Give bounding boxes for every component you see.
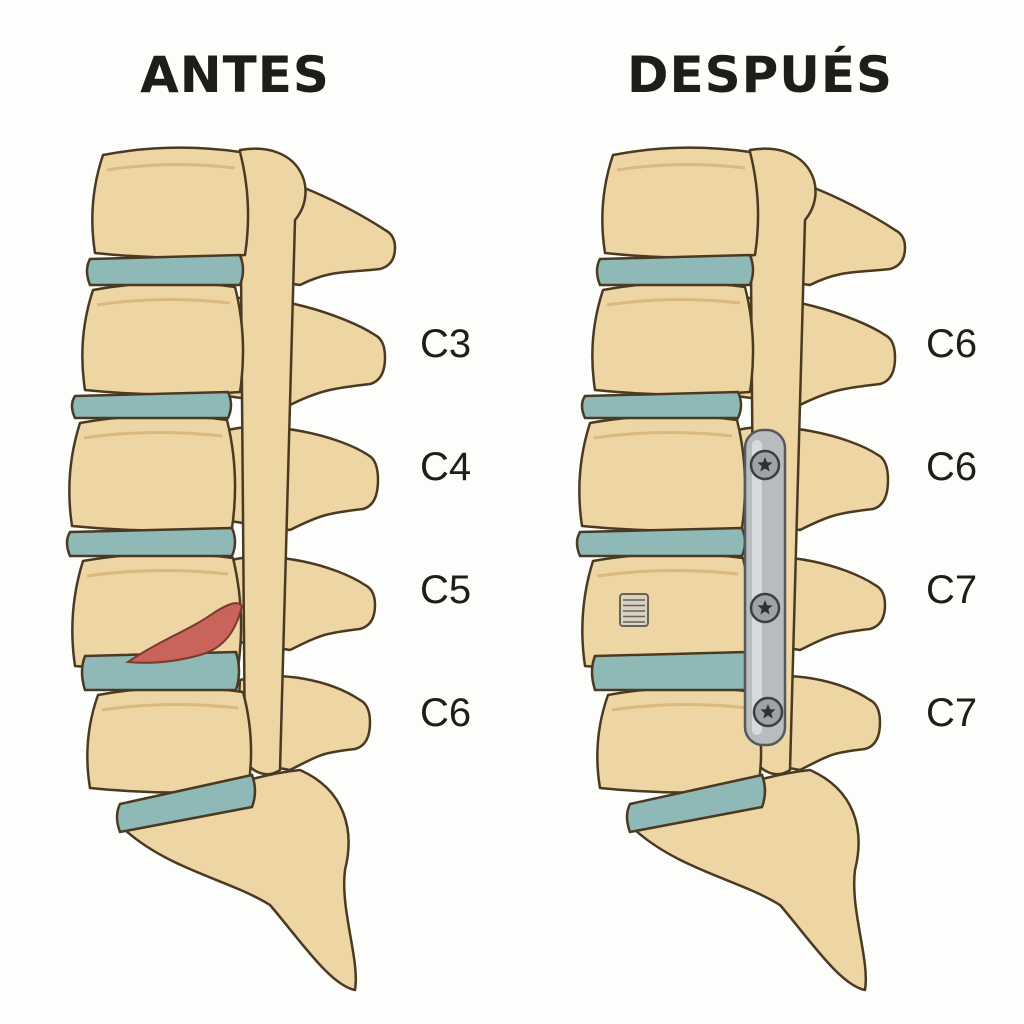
body-shading bbox=[606, 297, 741, 307]
body-shading bbox=[596, 568, 739, 578]
body-shading bbox=[611, 702, 749, 712]
spine-before bbox=[65, 146, 397, 992]
spine-after bbox=[575, 146, 907, 992]
vertebral-body bbox=[601, 146, 760, 259]
level-label: C7 bbox=[926, 691, 977, 735]
intervertebral-disc bbox=[625, 773, 767, 834]
screw-star-icon bbox=[757, 600, 773, 615]
vertebral-body bbox=[91, 146, 250, 259]
level-label: C6 bbox=[926, 445, 977, 489]
screw-star-icon bbox=[757, 457, 773, 472]
interbody-cage bbox=[619, 593, 649, 627]
intervertebral-disc bbox=[70, 390, 233, 420]
level-label: C7 bbox=[926, 568, 977, 612]
body-shading bbox=[96, 297, 231, 307]
body-shading bbox=[101, 702, 239, 712]
body-shading bbox=[86, 568, 229, 578]
sacrum bbox=[123, 768, 358, 992]
articular-column bbox=[238, 147, 307, 776]
body-shading bbox=[106, 162, 236, 172]
intervertebral-disc bbox=[590, 650, 751, 692]
level-label: C6 bbox=[926, 322, 977, 366]
intervertebral-disc bbox=[115, 773, 257, 834]
intervertebral-disc bbox=[595, 253, 755, 287]
body-shading bbox=[593, 430, 733, 440]
intervertebral-disc bbox=[575, 526, 747, 558]
disc-herniation bbox=[125, 602, 244, 664]
level-label: C4 bbox=[420, 445, 471, 489]
level-label: C5 bbox=[420, 568, 471, 612]
intervertebral-disc bbox=[85, 253, 245, 287]
level-label: C3 bbox=[420, 322, 471, 366]
body-shading bbox=[616, 162, 746, 172]
level-label: C6 bbox=[420, 691, 471, 735]
screw-star-icon bbox=[760, 704, 776, 719]
title-before: ANTES bbox=[140, 46, 330, 104]
sacrum bbox=[633, 768, 868, 992]
intervertebral-disc bbox=[580, 390, 743, 420]
plate-highlight bbox=[752, 440, 762, 735]
intervertebral-disc bbox=[80, 650, 241, 692]
intervertebral-disc bbox=[65, 526, 237, 558]
title-after: DESPUÉS bbox=[627, 45, 893, 104]
body-shading bbox=[83, 430, 223, 440]
